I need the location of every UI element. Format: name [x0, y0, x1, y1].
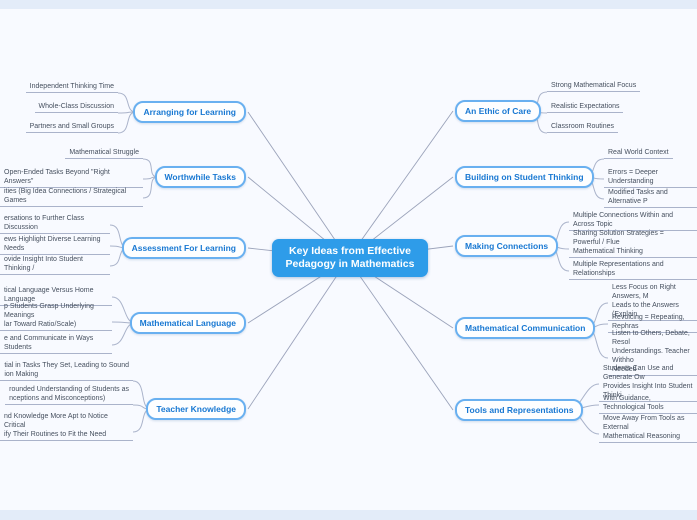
child-node[interactable]: Sharing Solution Strategies = Powerful /… — [569, 229, 697, 258]
child-node[interactable]: Multiple Connections Within and Across T… — [569, 211, 697, 231]
child-node[interactable]: Less Focus on Right Answers, M Leads to … — [608, 283, 697, 321]
branch-mathematical-communication[interactable]: Mathematical Communication — [455, 317, 596, 339]
branch-assessment-for-learning[interactable]: Assessment For Learning — [121, 237, 246, 259]
child-node[interactable]: Real World Context — [604, 148, 673, 159]
child-node[interactable]: Modified Tasks and Alternative P — [604, 188, 697, 208]
branch-making-connections[interactable]: Making Connections — [455, 235, 559, 257]
child-node[interactable]: ovide Insight Into Student Thinking / — [0, 255, 110, 275]
child-node[interactable]: Strong Mathematical Focus — [547, 81, 641, 92]
child-node[interactable]: ews Highlight Diverse Learning Needs — [0, 235, 110, 255]
branch-arranging-for-learning[interactable]: Arranging for Learning — [133, 101, 246, 123]
branch-an-ethic-of-care[interactable]: An Ethic of Care — [455, 100, 542, 122]
child-node[interactable]: Partners and Small Groups — [25, 122, 118, 133]
child-node[interactable]: With Guidance, Technological Tools — [599, 394, 697, 414]
branch-teacher-knowledge[interactable]: Teacher Knowledge — [146, 398, 246, 420]
child-node[interactable]: Move Away From Tools as External Mathema… — [599, 414, 697, 443]
child-node[interactable]: ities (Big Idea Connections / Strategica… — [0, 187, 143, 207]
child-node[interactable]: Multiple Representations and Relationshi… — [569, 260, 697, 280]
child-node[interactable]: rounded Understanding of Students as nce… — [5, 385, 133, 405]
branch-tools-and-representations[interactable]: Tools and Representations — [455, 399, 584, 421]
branch-mathematical-language[interactable]: Mathematical Language — [129, 312, 246, 334]
child-node[interactable]: Classroom Routines — [547, 122, 619, 133]
child-node[interactable]: Open-Ended Tasks Beyond "Right Answers" — [0, 168, 143, 188]
central-topic[interactable]: Key Ideas from Effective Pedagogy in Mat… — [272, 239, 428, 277]
child-node[interactable]: Listen to Others, Debate, Resol Understa… — [608, 329, 697, 376]
child-node[interactable]: nd Knowledge More Apt to Notice Critical… — [0, 412, 133, 441]
child-node[interactable]: Independent Thinking Time — [25, 82, 118, 93]
child-node[interactable]: ersations to Further Class Discussion — [0, 214, 110, 234]
child-node[interactable]: Students Can Use and Generate Ow Provide… — [599, 364, 697, 402]
child-node[interactable]: Realistic Expectations — [547, 102, 624, 113]
child-node[interactable]: Whole-Class Discussion — [34, 102, 118, 113]
child-node[interactable]: e and Communicate in Ways Students — [0, 334, 112, 354]
child-node[interactable]: tical Language Versus Home Language — [0, 286, 112, 306]
child-node[interactable]: Revoicing = Repeating, Rephras — [608, 313, 697, 333]
child-connector-curves — [109, 91, 609, 435]
branch-building-on-student-thinking[interactable]: Building on Student Thinking — [455, 166, 594, 188]
child-node[interactable]: tial in Tasks They Set, Leading to Sound… — [0, 361, 133, 381]
child-node[interactable]: p Students Grasp Underlying Meanings lar… — [0, 302, 112, 331]
child-node[interactable]: Errors = Deeper Understanding — [604, 168, 697, 188]
branch-worthwhile-tasks[interactable]: Worthwhile Tasks — [154, 166, 246, 188]
child-node[interactable]: Mathematical Struggle — [65, 148, 143, 159]
